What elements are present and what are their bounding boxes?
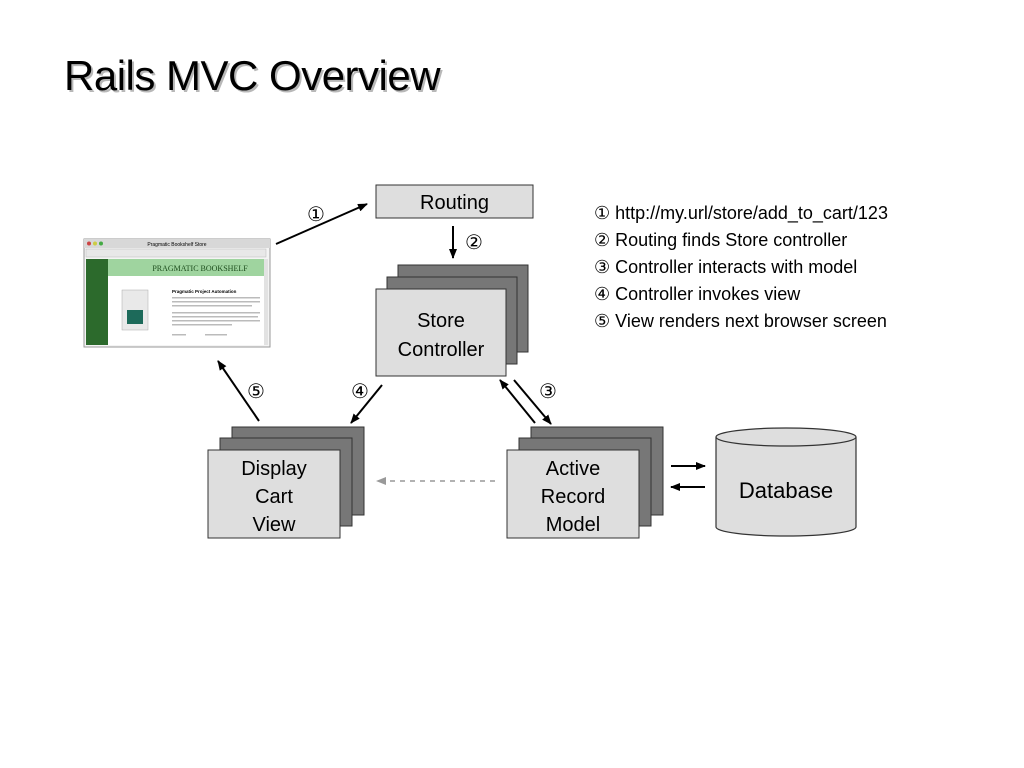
browser-product-title: Pragmatic Project Automation — [172, 289, 237, 294]
arrow-step5 — [217, 360, 260, 422]
view-label-line3: View — [253, 514, 297, 536]
browser-screenshot: Pragmatic Bookshelf Store PRAGMATIC BOOK… — [83, 238, 271, 348]
legend-item: ③ Controller interacts with model — [594, 257, 858, 277]
arrow-step3-to-model — [513, 379, 552, 425]
routing-box: Routing — [375, 184, 534, 219]
browser-banner: PRAGMATIC BOOKSHELF — [152, 264, 248, 273]
database-cylinder: Database — [715, 427, 857, 537]
database-label: Database — [739, 478, 833, 503]
model-label-line3: Model — [546, 514, 600, 536]
legend-item: ⑤ View renders next browser screen — [594, 311, 887, 331]
model-label-line2: Record — [541, 486, 605, 508]
step-label-3: ③ — [539, 381, 557, 403]
step-legend: ① http://my.url/store/add_to_cart/123 ② … — [594, 200, 888, 335]
view-label-line1: Display — [241, 458, 307, 480]
browser-window-title: Pragmatic Bookshelf Store — [147, 242, 206, 248]
step-label-5: ⑤ — [247, 381, 265, 403]
controller-label-line1: Store — [417, 310, 465, 332]
slide-title: Rails MVC Overview — [64, 52, 441, 99]
step-label-4: ④ — [351, 381, 369, 403]
legend-item: ④ Controller invokes view — [594, 284, 801, 304]
controller-box: Store Controller — [375, 264, 529, 377]
model-label-line1: Active — [546, 458, 600, 480]
arrow-step4 — [350, 384, 383, 424]
step-label-2: ② — [465, 232, 483, 254]
arrow-step3-to-controller — [499, 379, 536, 424]
step-label-1: ① — [307, 204, 325, 226]
routing-label: Routing — [420, 192, 489, 214]
view-box: Display Cart View — [207, 426, 365, 539]
controller-label-line2: Controller — [398, 339, 485, 361]
legend-item: ② Routing finds Store controller — [594, 230, 848, 250]
model-box: Active Record Model — [506, 426, 664, 539]
arrow-step1 — [275, 203, 368, 245]
legend-item: ① http://my.url/store/add_to_cart/123 — [594, 203, 888, 223]
view-label-line2: Cart — [255, 486, 293, 508]
